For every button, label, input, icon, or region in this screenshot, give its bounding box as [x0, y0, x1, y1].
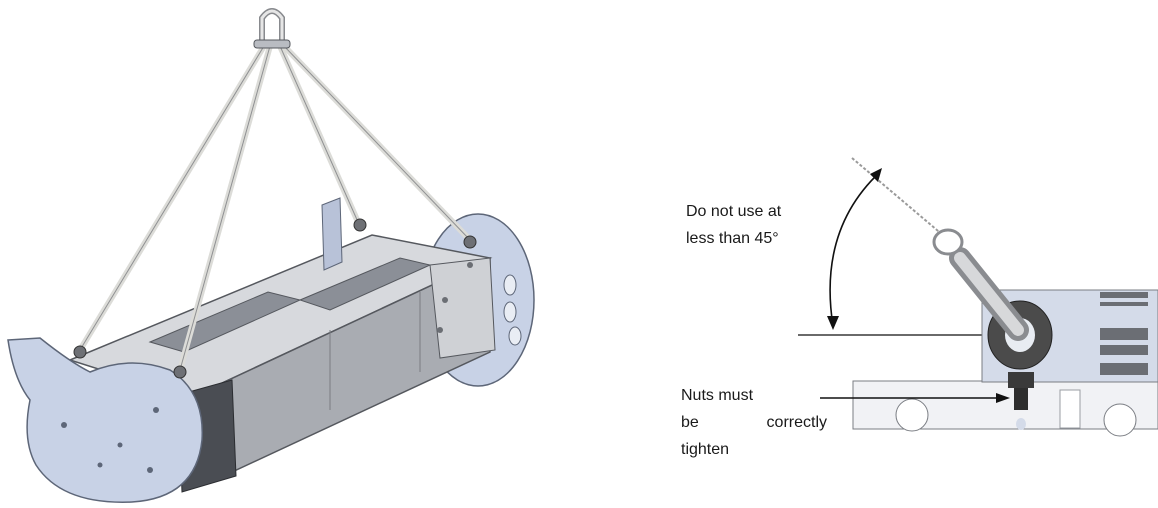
hook-front-left — [73, 345, 87, 359]
front-end-plate — [7, 337, 203, 503]
hook-rear-right — [463, 235, 477, 249]
lifting-slings — [77, 43, 473, 371]
sling-rope — [851, 157, 945, 237]
angle-arc — [829, 171, 881, 327]
angle-warning-label: Do not use at less than 45° — [686, 198, 826, 252]
hook-rear-left — [353, 218, 367, 232]
lifting-assembly-illustration — [7, 8, 535, 503]
top-shackle — [253, 8, 291, 49]
angle-warning-line-1: Do not use at — [686, 203, 782, 220]
nuts-warning-line-3: tighten — [681, 441, 730, 458]
hook-front-right — [173, 365, 187, 379]
nuts-warning-label: Nuts must be correctly tighten — [681, 382, 827, 466]
eyebolt-angle-detail — [798, 157, 1158, 437]
eyebolt-nut — [1008, 372, 1034, 388]
nuts-warning-word-be: be — [681, 414, 699, 431]
angle-warning-line-2: less than 45° — [686, 230, 779, 247]
nuts-warning-word-correctly: correctly — [766, 414, 827, 431]
nuts-warning-line-1: Nuts must — [681, 387, 754, 404]
nuts-warning-line-2: be correctly — [681, 409, 827, 436]
